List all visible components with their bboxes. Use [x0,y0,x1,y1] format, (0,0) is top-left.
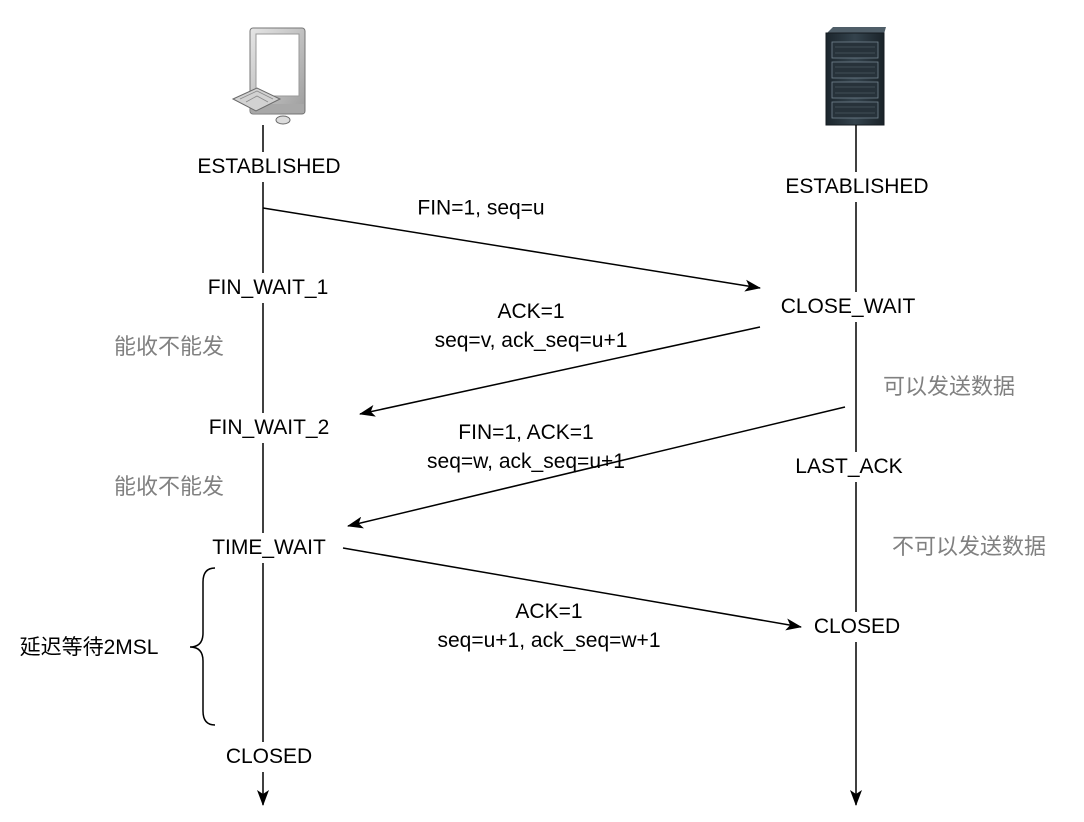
server-state-close-wait: CLOSE_WAIT [778,292,918,322]
client-state-closed: CLOSED [223,742,315,772]
message-line: FIN=1, ACK=1 [458,421,594,444]
keyboard [231,87,282,112]
drive-bays [831,41,879,119]
keyboard-keys [245,95,269,103]
message-line: seq=u+1, ack_seq=w+1 [437,629,661,652]
server-note-last-ack: 不可以发送数据 [891,534,1047,559]
client-state-time-wait: TIME_WAIT [210,533,328,563]
message-label-fin: FIN=1, seq=u [417,194,544,223]
mouse [275,115,291,125]
message-line: seq=v, ack_seq=u+1 [434,329,628,352]
message-arrow-fin [262,207,761,292]
monitor-screen [255,33,300,97]
client-state-established: ESTABLISHED [195,152,343,182]
server-top [826,27,886,34]
time-wait-brace [189,567,216,726]
message-line: FIN=1, seq=u [417,196,545,220]
server-state-last-ack: LAST_ACK [793,452,905,482]
message-label-ack: ACK=1 seq=v, ack_seq=u+1 [435,297,628,355]
drive-bay [831,101,879,119]
message-label-fin-ack: FIN=1, ACK=1 seq=w, ack_seq=u+1 [427,418,625,476]
client-note-fin-wait-2: 能收不能发 [113,474,225,499]
message-arrow-fin-ack [347,406,846,529]
message-line: ACK=1 [497,300,565,323]
client-state-fin-wait-1: FIN_WAIT_1 [205,273,331,303]
server-icon [825,27,886,126]
message-arrow-ack [359,326,761,417]
time-wait-2msl-note: 延迟等待2MSL [19,636,159,659]
drive-bay-grilles [835,46,875,114]
server-state-closed: CLOSED [811,612,903,642]
monitor-chin [251,104,304,113]
message-arrow-final-ack [342,547,802,631]
message-line: seq=w, ack_seq=u+1 [427,450,625,473]
drive-bay [831,41,879,59]
client-state-fin-wait-2: FIN_WAIT_2 [206,413,332,443]
drive-bay [831,61,879,79]
message-label-final-ack: ACK=1 seq=u+1, ack_seq=w+1 [437,597,660,655]
server-state-established: ESTABLISHED [783,172,931,202]
server-note-close-wait: 可以发送数据 [882,374,1016,399]
drive-bay [831,81,879,99]
keyboard-keys [239,90,274,100]
client-note-fin-wait-1: 能收不能发 [113,334,225,359]
desktop-computer-icon [231,27,306,125]
message-line: ACK=1 [515,600,583,623]
